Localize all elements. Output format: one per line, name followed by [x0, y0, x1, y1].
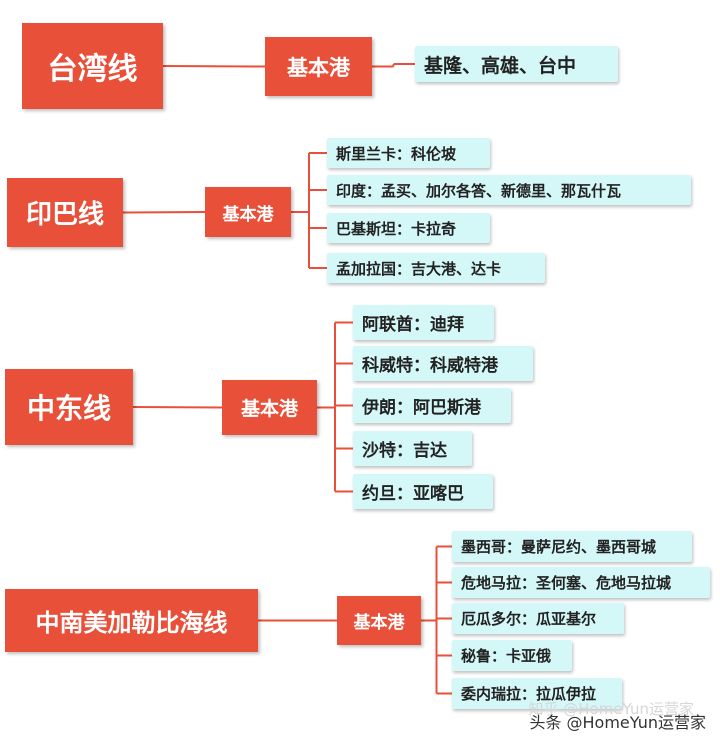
- connector-segment: [132, 406, 223, 409]
- port-latin-america-4: 委内瑞拉：拉瓜伊拉: [452, 678, 622, 709]
- port-middle-east-0: 阿联酋：迪拜: [353, 305, 494, 340]
- connector-segment: [122, 211, 206, 214]
- port-latin-america-2: 厄瓜多尔：瓜亚基尔: [452, 603, 624, 634]
- port-taiwan-0: 基隆、高雄、台中: [415, 46, 618, 82]
- port-indopak-1: 印度：孟买、加尔各答、新德里、那瓦什瓦: [327, 175, 691, 205]
- route-latin-america-caribbean: 中南美加勒比海线: [5, 589, 258, 652]
- hub-latin-america-caribbean: 基本港: [337, 596, 421, 645]
- watermark: 头条 @HomeYun运营家: [529, 713, 706, 732]
- port-indopak-3: 孟加拉国：吉大港、达卡: [327, 253, 545, 283]
- hub-indopak: 基本港: [205, 187, 291, 237]
- route-taiwan: 台湾线: [22, 23, 163, 109]
- connector-segment: [162, 65, 266, 68]
- port-latin-america-0: 墨西哥：曼萨尼约、墨西哥城: [452, 531, 692, 562]
- port-middle-east-2: 伊朗：阿巴斯港: [353, 388, 511, 423]
- route-middle-east: 中东线: [5, 369, 133, 445]
- route-indopak: 印巴线: [7, 178, 123, 247]
- port-middle-east-1: 科威特：科威特港: [353, 346, 533, 381]
- port-latin-america-3: 秘鲁：卡亚俄: [452, 640, 572, 671]
- port-middle-east-4: 约旦：亚喀巴: [353, 474, 493, 509]
- port-latin-america-1: 危地马拉：圣何塞、危地马拉城: [452, 567, 710, 598]
- port-indopak-0: 斯里兰卡：科伦坡: [327, 138, 490, 168]
- hub-taiwan: 基本港: [265, 37, 372, 96]
- port-indopak-2: 巴基斯坦：卡拉奇: [327, 213, 490, 243]
- hub-middle-east: 基本港: [222, 380, 317, 435]
- watermark-faint: 知乎 @HomeYun运营家: [528, 700, 694, 718]
- port-middle-east-3: 沙特：吉达: [353, 431, 472, 466]
